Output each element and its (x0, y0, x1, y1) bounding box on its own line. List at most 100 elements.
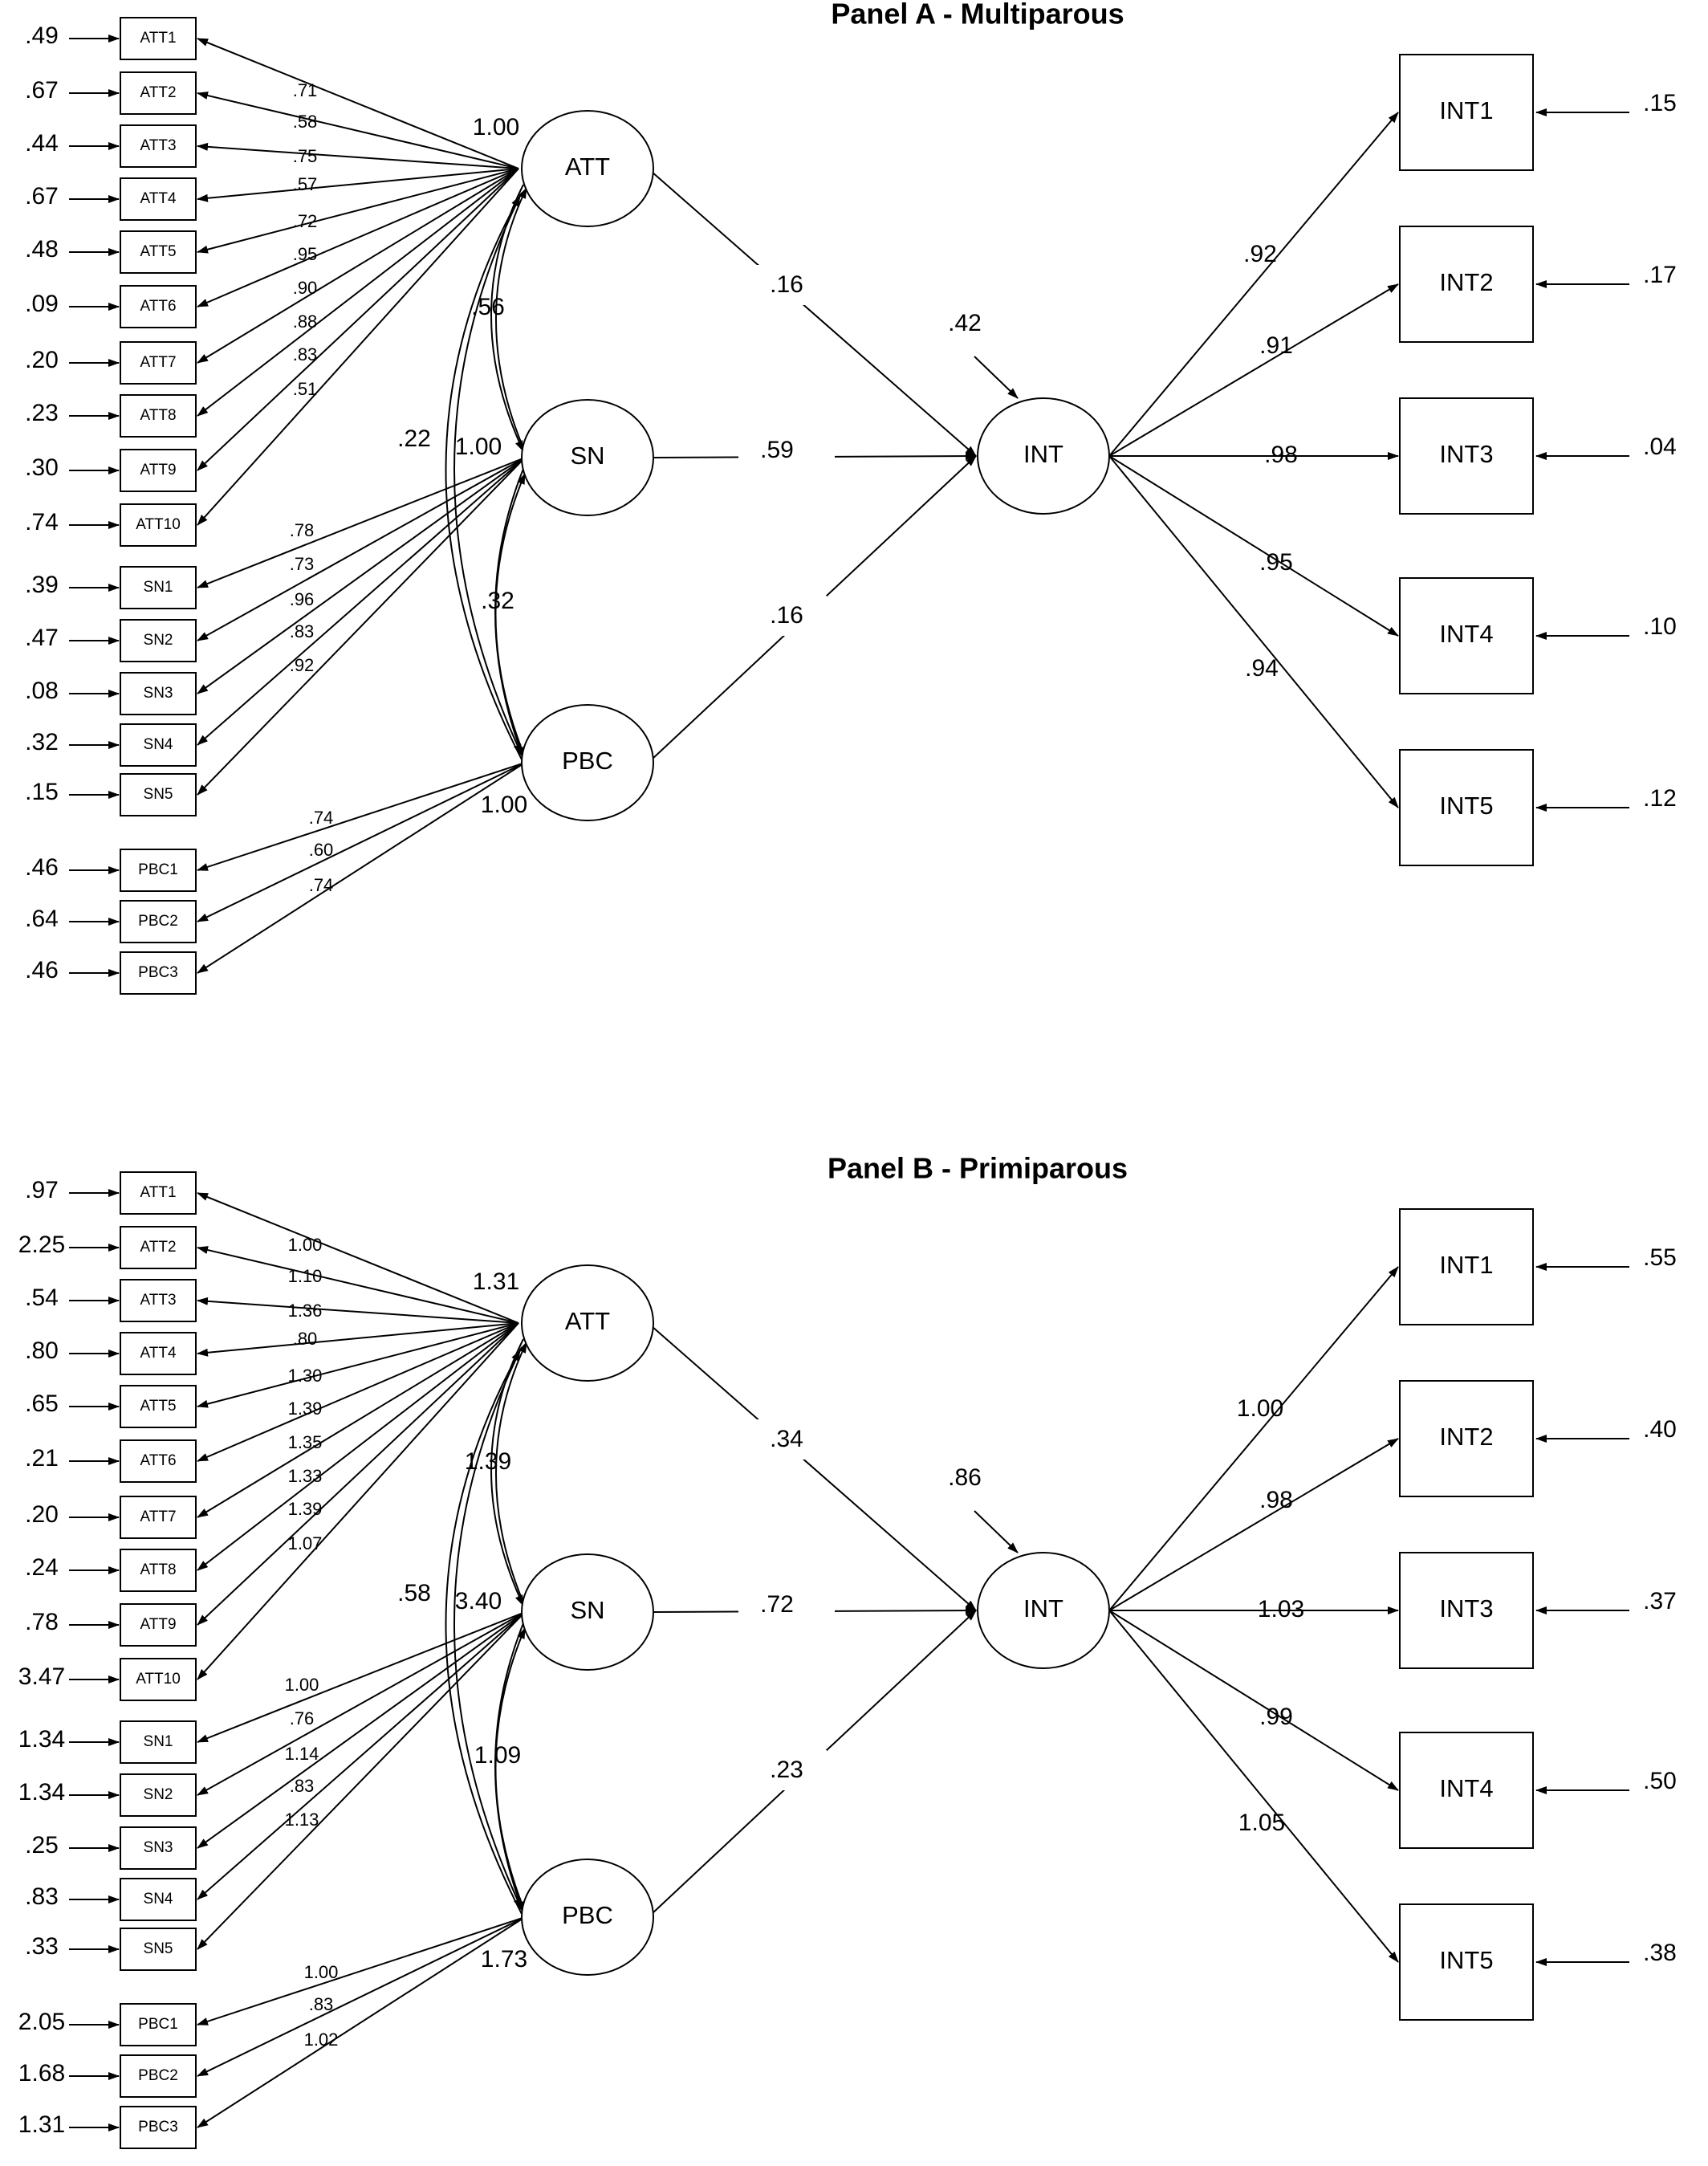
error-variance: .46 (25, 957, 59, 983)
indicator-box (120, 71, 197, 115)
latent-att (521, 110, 654, 227)
indicator-label: INT1 (1439, 1251, 1493, 1279)
indicator-box (120, 1226, 197, 1269)
error-variance: .39 (25, 572, 59, 598)
loading-arrow (1108, 283, 1399, 457)
indicator-box (120, 177, 197, 221)
factor-loading: 1.03 (1258, 1596, 1304, 1622)
latent-pbc-label: PBC (562, 1901, 613, 1929)
indicator-label: ATT4 (140, 1345, 176, 1362)
label-mask (746, 1419, 827, 1460)
factor-loading: .91 (1259, 332, 1293, 359)
latent-att (521, 1264, 654, 1382)
indicator-label: ATT6 (140, 1452, 176, 1469)
error-variance: .33 (25, 1933, 59, 1960)
error-variance: .24 (25, 1554, 59, 1581)
indicator-box (120, 285, 197, 328)
loading-arrow (197, 762, 526, 871)
indicator-label: ATT3 (140, 1292, 176, 1309)
residual-arrow (974, 1510, 1019, 1553)
error-variance: .10 (1643, 613, 1677, 640)
latent-sn-label: SN (570, 1596, 604, 1624)
variance-value: 1.31 (473, 1268, 519, 1295)
indicator-box (120, 1549, 197, 1592)
indicator-label: ATT9 (140, 462, 176, 478)
indicator-label: INT3 (1439, 1594, 1493, 1622)
indicator-label: ATT2 (140, 84, 176, 101)
loading-arrow (197, 1611, 526, 1849)
indicator-box (1399, 1380, 1534, 1497)
factor-loading: .58 (293, 112, 318, 132)
covariance-pbc-sn (494, 1627, 526, 1908)
factor-loading: 1.00 (1237, 1395, 1283, 1422)
error-variance: .67 (25, 183, 59, 210)
indicator-label: PBC1 (138, 2016, 178, 2033)
factor-loading: .92 (290, 655, 315, 675)
factor-loading: .78 (290, 520, 315, 540)
factor-loading: .95 (1259, 549, 1293, 576)
indicator-box (120, 2106, 197, 2149)
path-coefficient: .16 (770, 602, 803, 629)
error-variance: .44 (25, 130, 59, 157)
error-variance: 2.25 (18, 1232, 65, 1258)
indicator-box (120, 341, 197, 385)
covariance-sn-att (494, 187, 527, 449)
loading-arrow (1108, 455, 1399, 637)
indicator-box (120, 951, 197, 995)
error-variance: .47 (25, 625, 59, 651)
error-variance: .30 (25, 454, 59, 481)
indicator-label: INT5 (1439, 792, 1493, 820)
indicator-label: PBC2 (138, 2067, 178, 2084)
error-variance: .20 (25, 347, 59, 373)
factor-loading: 1.35 (288, 1432, 323, 1452)
indicator-box (120, 503, 197, 547)
variance-value: 3.40 (455, 1588, 502, 1614)
error-variance: 2.05 (18, 2009, 65, 2035)
indicator-box (1399, 1732, 1534, 1849)
indicator-label: ATT5 (140, 243, 176, 260)
covariance-pbc-att (445, 195, 523, 760)
indicator-label: INT4 (1439, 620, 1493, 648)
factor-loading: .83 (309, 1994, 334, 2014)
indicator-box (1399, 226, 1534, 343)
factor-loading: 1.14 (285, 1744, 319, 1764)
loading-arrow (197, 1611, 526, 1743)
indicator-box (1399, 577, 1534, 694)
error-variance: .38 (1643, 1940, 1677, 1966)
indicator-box (120, 1439, 197, 1483)
factor-loading: .74 (309, 808, 334, 828)
loading-arrow (197, 1611, 526, 1796)
indicator-box (120, 672, 197, 715)
latent-int-label: INT (1023, 1594, 1063, 1622)
loading-arrow (197, 1322, 519, 1357)
factor-loading: .51 (293, 379, 318, 399)
indicator-label: ATT2 (140, 1239, 176, 1256)
latent-att-label: ATT (565, 153, 610, 181)
panel-a: Panel A - MultiparousATT1.49.71ATT2.67.5… (25, 0, 1677, 995)
path-att-int (651, 171, 977, 457)
error-variance: .21 (25, 1445, 59, 1472)
error-variance: .15 (25, 779, 59, 805)
indicator-box (120, 394, 197, 438)
indicator-label: ATT10 (136, 1671, 181, 1688)
indicator-box (120, 1496, 197, 1539)
indicator-label: ATT3 (140, 137, 176, 154)
indicator-label: PBC1 (138, 861, 178, 878)
covariance-att-pbc (453, 1346, 523, 1910)
factor-loading: 1.39 (288, 1399, 323, 1419)
error-variance: .54 (25, 1285, 59, 1311)
indicator-box (120, 1720, 197, 1764)
loading-arrow (1108, 112, 1399, 457)
loading-arrow (197, 168, 519, 526)
loading-arrow (197, 457, 526, 796)
loading-arrow (197, 168, 519, 417)
indicator-box (120, 449, 197, 492)
indicator-box (120, 124, 197, 168)
indicator-box (1399, 397, 1534, 515)
covariance-value: .32 (481, 588, 514, 614)
latent-sn-label: SN (570, 442, 604, 470)
indicator-box (120, 773, 197, 816)
error-variance: .55 (1643, 1244, 1677, 1271)
covariance-pbc-att (445, 1350, 523, 1915)
